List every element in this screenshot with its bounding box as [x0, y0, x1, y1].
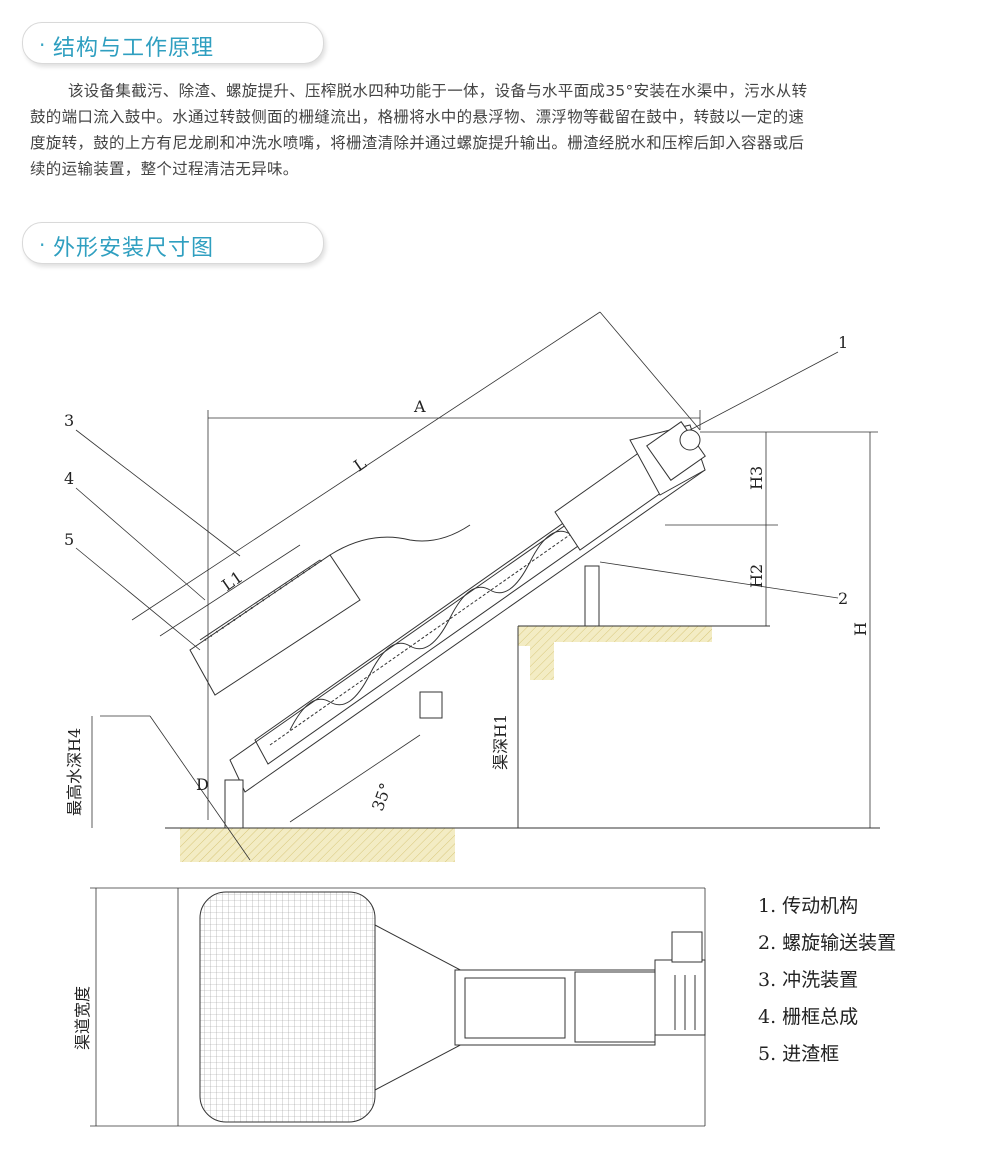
label-4: 4 [64, 469, 74, 488]
label-3: 3 [64, 411, 74, 430]
label-H3: H3 [747, 466, 766, 490]
label-A: A [413, 397, 426, 416]
section-title-text: 外形安装尺寸图 [53, 236, 215, 261]
label-H1: 渠深H1 [491, 714, 510, 770]
section-title-structure: · 结构与工作原理 [22, 22, 324, 64]
bullet-dot-icon: · [39, 233, 46, 257]
label-H2: H2 [747, 564, 766, 588]
paragraph-line: 续的运输装置，整个过程清洁无异味。 [30, 160, 299, 178]
label-H: H [851, 622, 870, 636]
legend-item: 2. 螺旋输送装置 [758, 932, 897, 954]
section-title-text: 结构与工作原理 [53, 36, 215, 61]
drawing-labels: 1 2 3 4 5 A L L1 D H H2 H3 渠深H1 最高水深H4 3… [64, 333, 870, 1050]
legend-item: 4. 栅框总成 [758, 1006, 859, 1028]
dimension-lines [75, 311, 878, 861]
label-5: 5 [64, 530, 74, 549]
legend-item: 5. 进渣框 [758, 1043, 840, 1065]
screw-conveyor-body [189, 421, 706, 829]
legend-item: 1. 传动机构 [758, 895, 859, 917]
paragraph-line: 该设备集截污、除渣、螺旋提升、压榨脱水四种功能于一体，设备与水平面成35°安装在… [68, 82, 808, 100]
top-view [90, 887, 706, 1127]
legend-item: 3. 冲洗装置 [758, 969, 859, 991]
label-H4: 最高水深H4 [65, 728, 84, 816]
paragraph-line: 鼓的端口流入鼓中。水通过转鼓侧面的栅缝流出，格栅将水中的悬浮物、漂浮物等截留在鼓… [30, 108, 805, 126]
bullet-dot-icon: · [39, 33, 46, 57]
description-paragraph: 该设备集截污、除渣、螺旋提升、压榨脱水四种功能于一体，设备与水平面成35°安装在… [30, 78, 970, 182]
label-angle: 35° [368, 780, 396, 813]
label-L1: L1 [218, 567, 246, 595]
label-L: L [350, 453, 370, 475]
channel-ground [165, 625, 880, 862]
label-2: 2 [838, 589, 848, 608]
section-title-dimensions: · 外形安装尺寸图 [22, 222, 324, 264]
label-D: D [196, 775, 209, 794]
paragraph-line: 度旋转，鼓的上方有尼龙刷和冲洗水喷嘴，将栅渣清除并通过螺旋提升输出。栅渣经脱水和… [30, 134, 805, 152]
label-channel-width: 渠道宽度 [73, 986, 92, 1050]
label-1: 1 [838, 333, 848, 352]
parts-legend: 1. 传动机构 2. 螺旋输送装置 3. 冲洗装置 4. 栅框总成 5. 进渣框 [758, 888, 896, 1073]
